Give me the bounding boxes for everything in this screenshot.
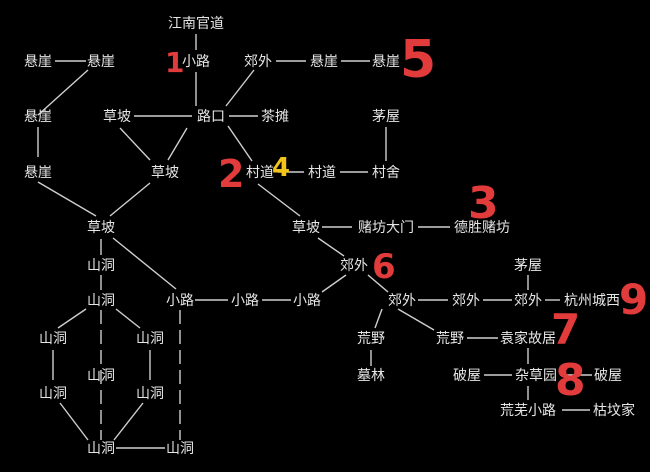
room-node[interactable]: 悬崖 — [372, 54, 400, 70]
room-node[interactable]: 杂草园 — [515, 368, 557, 384]
room-node[interactable]: 荒芜小路 — [500, 402, 556, 419]
room-node[interactable]: 悬崖 — [24, 165, 52, 181]
room-node[interactable]: 茶摊 — [261, 109, 289, 125]
path-line — [112, 237, 177, 290]
room-node[interactable]: 破屋 — [594, 368, 622, 384]
room-node[interactable]: 山洞 — [136, 331, 164, 347]
room-node[interactable]: 江南官道 — [168, 16, 224, 32]
room-node[interactable]: 荒野 — [436, 331, 464, 347]
path-line — [115, 308, 141, 329]
marker-7: 7 — [551, 305, 580, 354]
room-node[interactable]: 小路 — [182, 54, 210, 70]
room-node[interactable]: 袁家故居 — [500, 330, 556, 347]
room-node[interactable]: 破屋 — [453, 368, 481, 384]
marker-9: 9 — [619, 275, 648, 324]
path-line — [225, 69, 255, 107]
room-node[interactable]: 悬崖 — [87, 54, 115, 70]
room-node[interactable]: 墓林 — [357, 368, 385, 384]
path-line — [397, 308, 435, 331]
marker-4: 4 — [272, 153, 290, 183]
path-line — [167, 127, 188, 161]
room-node[interactable]: 小路 — [293, 293, 321, 309]
room-node[interactable]: 郊外 — [340, 257, 368, 274]
marker-5: 5 — [400, 30, 436, 90]
map-nodes: 江南官道 小路 郊外 悬崖 悬崖 悬崖 悬崖 悬崖 悬崖 草坡 路口 茶摊 茅屋… — [24, 16, 635, 457]
path-line — [59, 402, 89, 441]
room-node[interactable]: 山洞 — [136, 386, 164, 402]
path-line — [367, 274, 389, 293]
map-markers: 1 2 3 4 5 6 7 8 9 — [165, 30, 648, 406]
room-node[interactable]: 村道 — [246, 165, 274, 181]
room-node[interactable]: 山洞 — [87, 258, 115, 274]
room-node[interactable]: 草坡 — [151, 165, 179, 181]
room-node[interactable]: 荒野 — [357, 331, 385, 347]
room-node[interactable]: 郊外 — [388, 292, 416, 309]
marker-1: 1 — [165, 46, 184, 79]
path-line — [374, 308, 383, 329]
room-node[interactable]: 路口 — [197, 109, 225, 125]
path-line — [113, 402, 144, 441]
room-node[interactable]: 茅屋 — [514, 258, 542, 274]
map-links — [37, 34, 592, 449]
room-node[interactable]: 郊外 — [244, 53, 272, 70]
path-line — [57, 308, 87, 329]
marker-3: 3 — [468, 178, 499, 229]
room-node[interactable]: 草坡 — [292, 220, 320, 236]
room-node[interactable]: 茅屋 — [372, 109, 400, 125]
room-node[interactable]: 村道 — [308, 165, 336, 181]
room-node[interactable]: 小路 — [231, 293, 259, 309]
path-line — [257, 183, 301, 217]
room-node[interactable]: 郊外 — [514, 292, 542, 309]
room-node[interactable]: 山洞 — [39, 331, 67, 347]
path-line — [321, 274, 347, 293]
path-line — [227, 125, 253, 162]
room-node[interactable]: 山洞 — [87, 441, 115, 457]
room-node[interactable]: 杭州城西 — [564, 293, 620, 309]
marker-6: 6 — [372, 247, 396, 287]
room-node[interactable]: 悬崖 — [310, 54, 338, 70]
marker-2: 2 — [218, 152, 244, 196]
path-line — [119, 127, 151, 161]
path-line — [317, 237, 345, 257]
room-node[interactable]: 草坡 — [103, 109, 131, 125]
room-node[interactable]: 枯坟家 — [593, 402, 635, 419]
path-line — [37, 181, 97, 217]
room-node[interactable]: 山洞 — [87, 368, 115, 384]
path-line — [109, 182, 151, 217]
room-node[interactable]: 郊外 — [452, 292, 480, 309]
room-node[interactable]: 德胜赌坊 — [454, 220, 510, 236]
room-node[interactable]: 山洞 — [39, 386, 67, 402]
room-node[interactable]: 山洞 — [87, 293, 115, 309]
room-node[interactable]: 草坡 — [87, 220, 115, 236]
room-node[interactable]: 山洞 — [166, 441, 194, 457]
marker-8: 8 — [555, 355, 586, 406]
room-node[interactable]: 小路 — [166, 293, 194, 309]
room-node[interactable]: 悬崖 — [24, 109, 52, 125]
room-node[interactable]: 赌坊大门 — [358, 220, 414, 236]
path-line — [37, 69, 89, 116]
room-node[interactable]: 村舍 — [372, 165, 400, 181]
room-node[interactable]: 悬崖 — [24, 54, 52, 70]
